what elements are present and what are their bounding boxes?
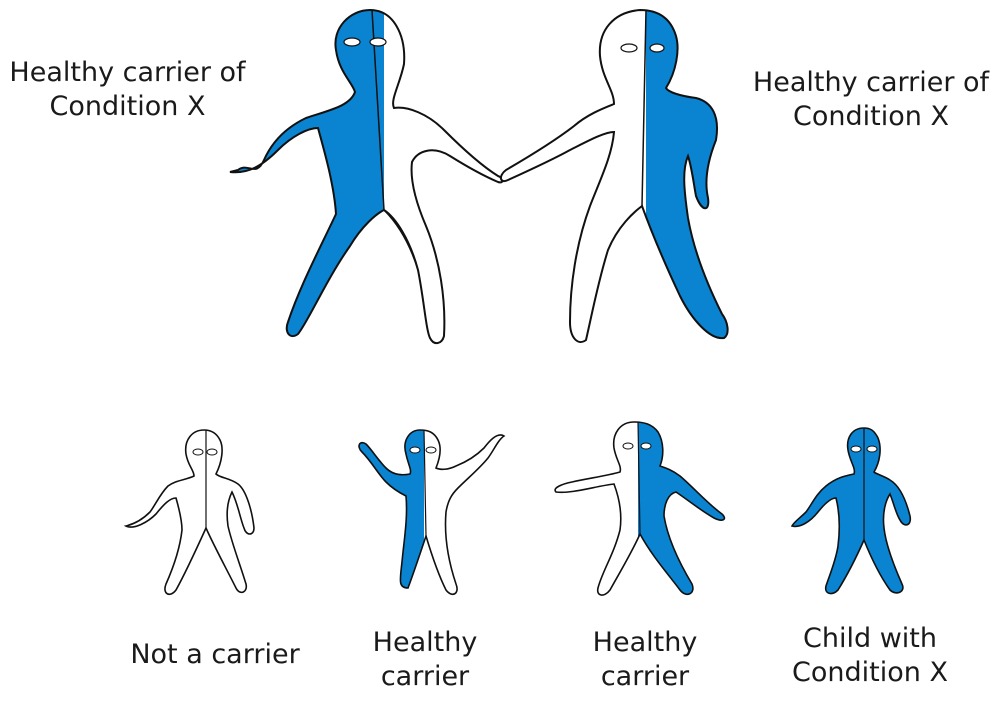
- parent-right-figure: [501, 10, 728, 342]
- eye-icon: [426, 447, 436, 453]
- eye-icon: [370, 38, 386, 46]
- parent-right-label: Healthy carrier of Condition X: [740, 66, 1002, 134]
- child-carrier-2-figure: [555, 422, 724, 595]
- eye-icon: [344, 38, 360, 46]
- child-non-carrier-label: Not a carrier: [100, 638, 330, 672]
- eye-icon: [193, 449, 203, 455]
- eye-icon: [650, 44, 664, 52]
- child-carrier-2-label: Healthy carrier: [570, 626, 720, 694]
- child-carrier-1-figure: [359, 430, 504, 594]
- eye-icon: [867, 446, 877, 452]
- eye-icon: [621, 44, 637, 52]
- eye-icon: [410, 447, 420, 453]
- parent-left-label: Healthy carrier of Condition X: [0, 56, 255, 124]
- parent-left-affected-half: [230, 10, 503, 343]
- eye-icon: [641, 443, 651, 449]
- eye-icon: [623, 443, 633, 449]
- child-non-carrier-figure: [126, 430, 254, 594]
- parent-left-figure: [230, 10, 503, 343]
- child-affected-figure: [792, 428, 910, 593]
- eye-icon: [851, 446, 861, 452]
- child-affected-label: Child with Condition X: [770, 622, 970, 690]
- child-carrier-1-label: Healthy carrier: [350, 626, 500, 694]
- eye-icon: [207, 449, 217, 455]
